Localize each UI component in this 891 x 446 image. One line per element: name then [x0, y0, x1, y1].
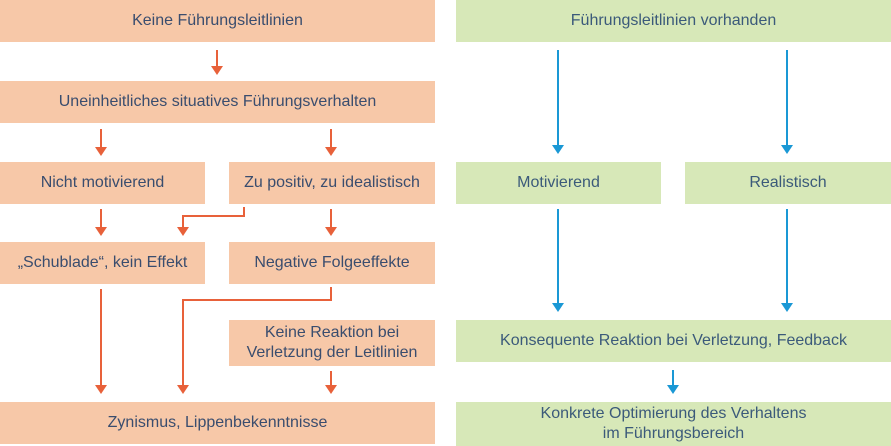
box-label-line-2: im Führungsbereich — [602, 425, 745, 442]
box-label: „Schublade“, kein Effekt — [17, 254, 188, 271]
arrowhead — [667, 385, 679, 394]
box-nicht-motivierend: Nicht motivierend — [0, 162, 205, 204]
box-label-line-1: Konkrete Optimierung des Verhaltens — [540, 405, 807, 422]
box-zynismus: Zynismus, Lippenbekenntnisse — [0, 402, 435, 444]
arrowhead — [552, 303, 564, 312]
box-negative-folgeeffekte: Negative Folgeeffekte — [229, 242, 435, 284]
arrow-negative-to-zynismus — [182, 287, 332, 386]
box-schublade: „Schublade“, kein Effekt — [0, 242, 205, 284]
arrowhead — [781, 145, 793, 154]
box-label: Realistisch — [749, 174, 827, 191]
box-label: Führungsleitlinien vorhanden — [570, 12, 777, 29]
arrowhead — [177, 385, 189, 394]
box-label: Konsequente Reaktion bei Verletzung, Fee… — [500, 332, 847, 349]
box-label: Uneinheitliches situatives Führungsverha… — [58, 93, 377, 110]
arrowhead — [95, 147, 107, 156]
arrow-zu-positiv-to-schublade — [182, 207, 245, 228]
arrowhead — [211, 66, 223, 75]
box-zu-positiv: Zu positiv, zu idealistisch — [229, 162, 435, 204]
box-uneinheitliches-fuehrungsverhalten: Uneinheitliches situatives Führungsverha… — [0, 81, 435, 123]
box-label: Motivierend — [517, 174, 600, 191]
arrowhead — [552, 145, 564, 154]
box-label: Keine Führungsleitlinien — [132, 12, 303, 29]
box-fuehrungsleitlinien-vorhanden: Führungsleitlinien vorhanden — [456, 0, 891, 42]
box-keine-reaktion: Keine Reaktion bei Verletzung der Leitli… — [229, 320, 435, 366]
arrowhead — [95, 385, 107, 394]
arrowhead — [325, 385, 337, 394]
box-keine-fuehrungsleitlinien: Keine Führungsleitlinien — [0, 0, 435, 42]
box-label: Nicht motivierend — [40, 174, 165, 191]
box-label: Zynismus, Lippenbekenntnisse — [107, 414, 328, 431]
arrowhead — [325, 147, 337, 156]
box-realistisch: Realistisch — [685, 162, 891, 204]
box-label-line-1: Keine Reaktion bei — [264, 324, 400, 341]
box-label: Negative Folgeeffekte — [254, 254, 410, 271]
arrowhead — [95, 227, 107, 236]
arrowhead — [177, 227, 189, 236]
arrowhead — [781, 303, 793, 312]
box-label-line-2: Verletzung der Leitlinien — [246, 344, 418, 361]
arrowhead — [325, 227, 337, 236]
box-label: Zu positiv, zu idealistisch — [244, 174, 420, 191]
box-konkrete-optimierung: Konkrete Optimierung des Verhaltens im F… — [456, 402, 891, 446]
box-konsequente-reaktion: Konsequente Reaktion bei Verletzung, Fee… — [456, 320, 891, 362]
box-motivierend: Motivierend — [456, 162, 661, 204]
